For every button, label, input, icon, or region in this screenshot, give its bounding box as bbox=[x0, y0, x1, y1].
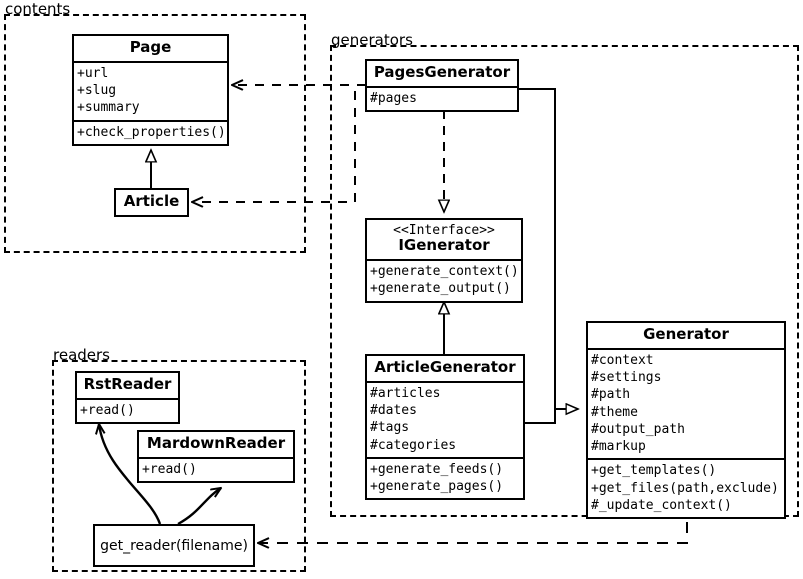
class-rst-reader-methods: +read() bbox=[77, 397, 178, 422]
method: +generate_pages() bbox=[370, 479, 504, 495]
attribute: #pages bbox=[370, 90, 417, 106]
class-pages-generator-title: PagesGenerator bbox=[373, 63, 511, 81]
attribute: #path bbox=[591, 387, 631, 403]
class-mardown-reader-title: MardownReader bbox=[146, 434, 286, 452]
attribute: +url bbox=[77, 65, 109, 81]
package-generators-label: generators bbox=[331, 31, 413, 49]
class-page-title: Page bbox=[129, 38, 172, 56]
attribute: +summary bbox=[77, 100, 140, 116]
class-article-title: Article bbox=[123, 192, 180, 210]
class-pages-generator-attributes: #pages bbox=[367, 85, 517, 110]
package-readers bbox=[52, 360, 306, 572]
method: +generate_output() bbox=[370, 281, 511, 297]
class-page-attributes: +url +slug +summary bbox=[74, 60, 227, 120]
class-article-generator-title: ArticleGenerator bbox=[374, 358, 516, 376]
method: +check_properties() bbox=[77, 124, 226, 140]
package-contents-label: contents bbox=[5, 0, 71, 18]
method: +get_templates() bbox=[591, 463, 717, 479]
class-igenerator-name: IGenerator bbox=[398, 236, 490, 255]
class-igenerator-title: <<Interface>> IGenerator bbox=[367, 220, 521, 259]
class-generator-attributes: #context #settings #path #theme #output_… bbox=[588, 347, 784, 459]
method: +read() bbox=[80, 402, 135, 418]
class-page-methods: +check_properties() bbox=[74, 119, 227, 144]
method: +read() bbox=[142, 461, 197, 477]
class-article-generator-methods: +generate_feeds() +generate_pages() bbox=[367, 456, 523, 499]
class-pages-generator[interactable]: PagesGenerator #pages bbox=[365, 59, 519, 113]
package-readers-label: readers bbox=[53, 346, 110, 364]
class-mardown-reader[interactable]: MardownReader +read() bbox=[137, 430, 295, 484]
function-get-reader-label: get_reader(filename) bbox=[100, 537, 248, 554]
class-article-generator-attributes: #articles #dates #tags #categories bbox=[367, 380, 523, 457]
attribute: #context bbox=[591, 352, 654, 368]
class-rst-reader[interactable]: RstReader +read() bbox=[75, 371, 180, 425]
attribute: #categories bbox=[370, 437, 457, 453]
attribute: #settings bbox=[591, 370, 662, 386]
class-article-generator[interactable]: ArticleGenerator #articles #dates #tags … bbox=[365, 354, 525, 501]
attribute: #theme bbox=[591, 404, 638, 420]
class-igenerator[interactable]: <<Interface>> IGenerator +generate_conte… bbox=[365, 218, 523, 303]
class-rst-reader-title: RstReader bbox=[83, 375, 172, 393]
class-generator[interactable]: Generator #context #settings #path #them… bbox=[586, 321, 786, 520]
method: +generate_context() bbox=[370, 264, 519, 280]
method: +generate_feeds() bbox=[370, 461, 504, 477]
function-get-reader[interactable]: get_reader(filename) bbox=[93, 524, 255, 567]
class-igenerator-methods: +generate_context() +generate_output() bbox=[367, 259, 521, 301]
attribute: #tags bbox=[370, 420, 410, 436]
method: #_update_context() bbox=[591, 498, 732, 513]
attribute: +slug bbox=[77, 83, 117, 99]
class-page[interactable]: Page +url +slug +summary +check_properti… bbox=[72, 34, 229, 146]
class-article[interactable]: Article bbox=[114, 188, 189, 217]
attribute: #markup bbox=[591, 439, 646, 455]
attribute: #articles bbox=[370, 385, 441, 401]
class-igenerator-stereotype: <<Interface>> bbox=[393, 223, 495, 238]
attribute: #output_path bbox=[591, 421, 685, 437]
class-generator-methods: +get_templates() +get_files(path,exclude… bbox=[588, 458, 784, 517]
class-generator-title: Generator bbox=[643, 325, 729, 343]
package-readers-border bbox=[52, 360, 306, 572]
attribute: #dates bbox=[370, 403, 417, 419]
class-mardown-reader-methods: +read() bbox=[139, 456, 293, 481]
method: +get_files(path,exclude) bbox=[591, 480, 779, 496]
